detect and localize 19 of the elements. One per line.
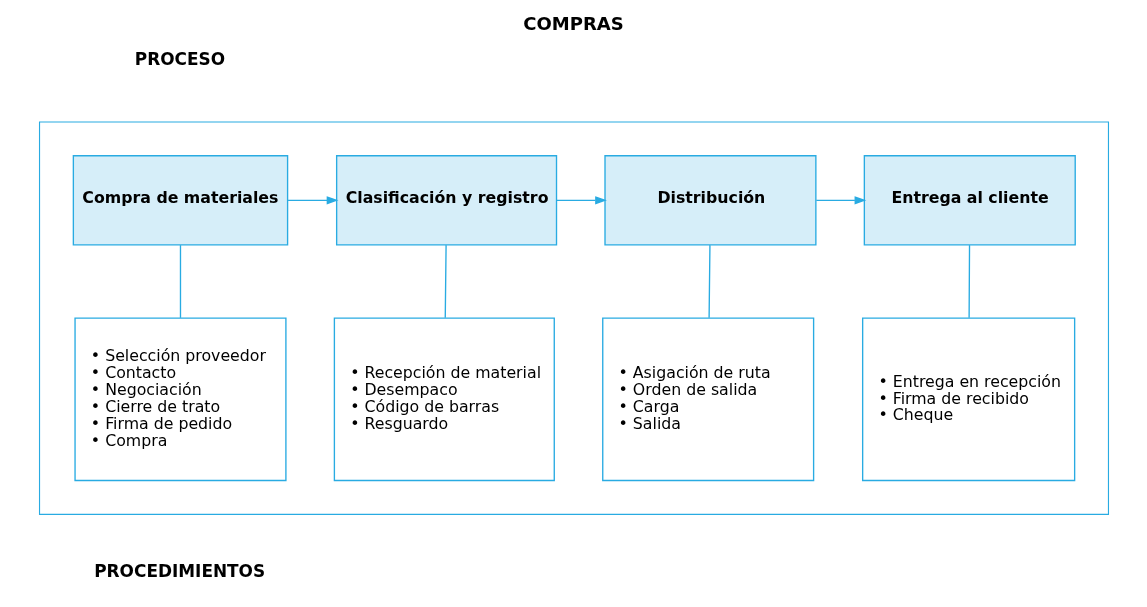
diagram-title: COMPRAS xyxy=(522,13,624,35)
node-box: Distribución xyxy=(603,155,817,246)
arrow xyxy=(815,196,866,205)
connector xyxy=(179,244,181,319)
node-box: • Asigación de ruta • Orden de salida • Carga • Salida xyxy=(601,317,814,482)
node-box: Compra de materiales xyxy=(72,155,288,246)
node-box: Entrega al cliente xyxy=(863,155,1076,246)
node-box: • Selección proveedor • Contacto • Negociación • Cierre de trato • Firma de pedido • Compra xyxy=(73,317,287,482)
connector xyxy=(707,244,711,319)
arrow xyxy=(286,196,338,205)
cluster xyxy=(38,121,1109,515)
connector xyxy=(967,244,970,319)
node-box: • Recepción de material • Desempaco • Código de barras • Resguardo xyxy=(333,317,555,482)
label: PROCEDIMIENTOS xyxy=(93,560,265,581)
connector xyxy=(444,244,447,319)
arrow xyxy=(555,196,607,205)
node-box: Clasificación y registro xyxy=(335,155,557,246)
node-box: • Entrega en recepción • Firma de recibido • Cheque xyxy=(861,317,1075,482)
label: PROCESO xyxy=(134,49,225,70)
